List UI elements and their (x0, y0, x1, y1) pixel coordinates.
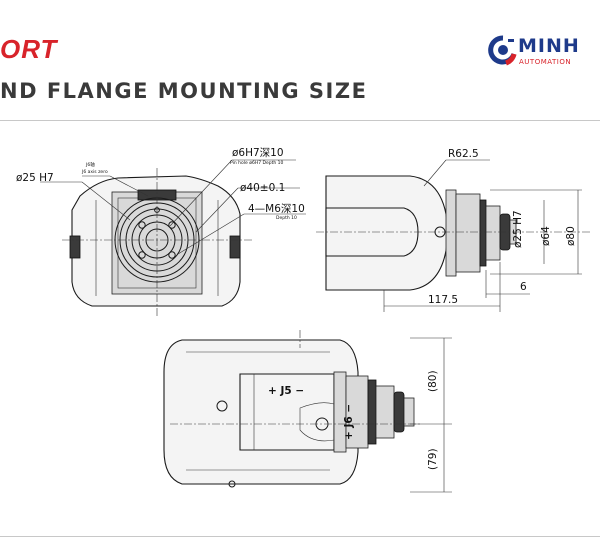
front-view: ø25 H7 ø6H7深10 Pin hole ø6H7 Depth 10 ø4… (16, 147, 306, 318)
pin-hole-label: ø6H7深10 (232, 147, 284, 159)
top-divider (0, 120, 600, 121)
section-subtitle: ND FLANGE MOUNTING SIZE (0, 79, 368, 103)
logo-name: MINH (518, 35, 580, 57)
side-view: R62.5 ø25 H7 ø64 ø80 117.5 6 (316, 148, 590, 312)
j6-zero-label: J6 axis zero (81, 169, 108, 175)
dia25-label: ø25 H7 (16, 172, 54, 184)
j5-axis-label: + J5 − (268, 385, 304, 397)
dia64-label: ø64 (540, 226, 552, 246)
radius-label: R62.5 (448, 148, 479, 160)
pin-hole-note: Pin hole ø6H7 Depth 10 (230, 160, 283, 166)
tapped-hole-note: Depth 10 (276, 215, 297, 221)
length-6-label: 6 (520, 281, 527, 293)
length-117-label: 117.5 (428, 294, 458, 306)
section-title: ORT (0, 34, 58, 64)
bottom-divider (0, 536, 600, 537)
dim-80-label: (80) (427, 370, 439, 392)
j6-axis-label: + J6 − (343, 404, 355, 440)
dia80-label: ø80 (565, 226, 577, 246)
dim-79-label: (79) (427, 448, 439, 470)
j6-small-label: J6轴 (85, 161, 95, 168)
side-dia25-label: ø25 H7 (512, 210, 524, 248)
top-view: (80) (79) + J5 − + J6 − (163, 330, 452, 493)
logo-tagline: AUTOMATION (519, 58, 572, 66)
dia40-label: ø40±0.1 (240, 182, 285, 194)
brand-logo: MINH AUTOMATION (488, 33, 600, 73)
tapped-hole-label: 4—M6深10 (248, 203, 305, 215)
gear-logo-icon (488, 35, 517, 66)
